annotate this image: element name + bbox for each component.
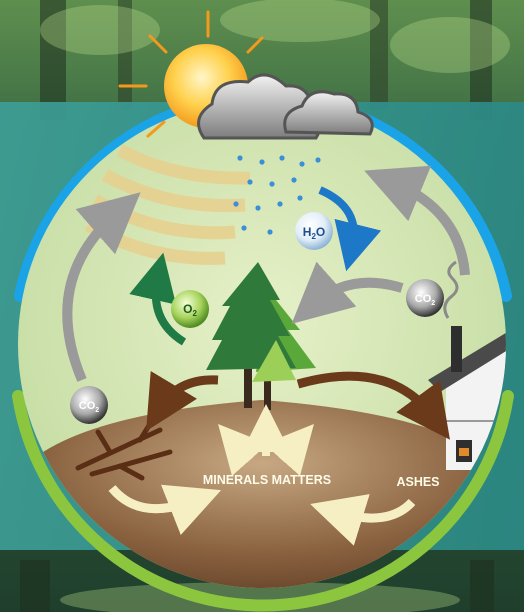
mineral-uptake-arrows — [218, 404, 314, 476]
minerals-label: MINERALS MATTERS — [203, 473, 331, 487]
oxygen-arrow — [129, 252, 187, 346]
cloud-icon — [197, 73, 374, 140]
co2-badge-right: CO2 — [406, 279, 444, 317]
ground-arc — [12, 390, 514, 612]
forest-trunks — [20, 0, 494, 612]
co2-uptake-arrow — [291, 261, 404, 324]
decay-arrow — [146, 370, 219, 432]
tree-icon — [206, 262, 316, 410]
co2-rise-arrow — [62, 192, 141, 382]
svg-text:CO2: CO2 — [79, 400, 100, 414]
mineral-return-arrow-right — [310, 494, 416, 546]
svg-text:CO2: CO2 — [415, 293, 436, 307]
svg-text:H2O: H2O — [303, 225, 325, 241]
ashes-label: ASHES — [396, 475, 439, 489]
co2-chimney-arrow — [364, 165, 470, 276]
co2-badge-left: CO2 — [70, 386, 108, 424]
rain-icon — [233, 155, 321, 235]
svg-text:O2: O2 — [183, 302, 197, 318]
o2-badge: O2 — [171, 290, 209, 328]
water-arrow — [318, 186, 382, 272]
h2o-badge: H2O — [295, 212, 333, 250]
smoke-icon — [443, 260, 459, 319]
wood-harvest-arrow — [296, 371, 450, 440]
mineral-return-arrow-left — [108, 484, 222, 535]
